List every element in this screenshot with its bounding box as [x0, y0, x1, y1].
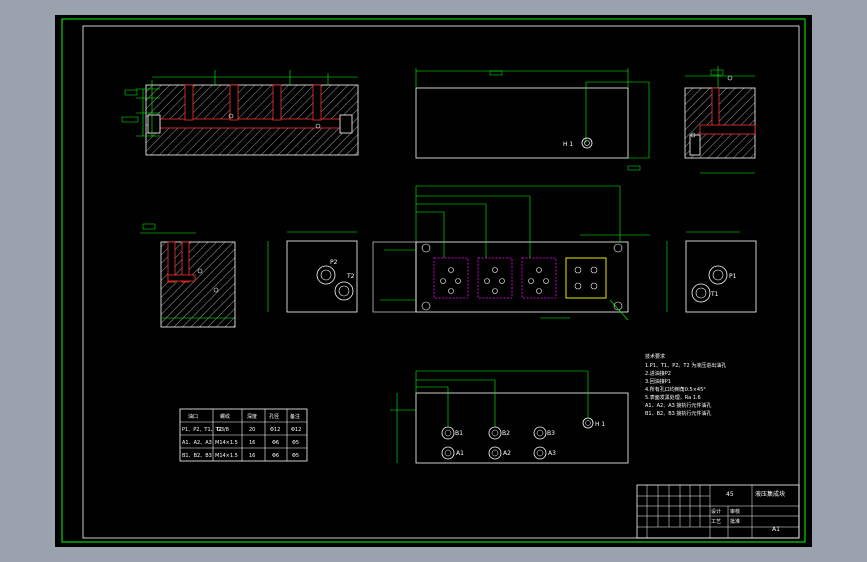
table-cell: Φ12	[291, 427, 301, 433]
inner-frame	[82, 25, 800, 539]
note-line: A1、A2、A3 接执行元件油孔	[645, 402, 711, 409]
note-line: 3.回油接P1	[645, 378, 671, 385]
port-label-a1: A1	[456, 450, 464, 457]
technical-notes: 技术要求 1.P1、T1、P2、T2 为液压进出油孔 2.进油接P2 3.回油接…	[645, 353, 726, 417]
table-cell: Φ12	[270, 427, 280, 433]
valve-station-3	[521, 257, 557, 299]
title-block: 液压集成块 45 A1 设计 审核 工艺 批准	[636, 484, 800, 539]
table-cell: 16	[249, 440, 255, 446]
table-cell: P1、P2、T1、T2	[182, 427, 222, 433]
port-a3-circle	[533, 446, 547, 460]
note-line: 4.所有孔口均倒角0.5×45°	[645, 386, 706, 393]
notes-header: 技术要求	[645, 353, 665, 360]
table-cell: A1、A2、A3	[182, 440, 212, 446]
port-a2-circle	[488, 446, 502, 460]
sheet-size: A1	[772, 526, 780, 533]
outer-frame	[61, 18, 806, 543]
valve-station-1	[433, 257, 469, 299]
table-cell: Φ6	[272, 453, 279, 459]
table-cell: M14×1.5	[215, 440, 238, 446]
table-header: 油口	[188, 413, 198, 420]
top-view-valve-stations	[372, 185, 650, 321]
section-view-middle-left	[140, 223, 236, 328]
table-cell: Φ5	[292, 440, 299, 446]
table-cell: Φ5	[292, 453, 299, 459]
port-p2-circle	[316, 265, 336, 285]
port-label-h1-top: H 1	[563, 141, 573, 148]
port-label-b2: B2	[502, 430, 510, 437]
port-label-p1: P1	[729, 273, 737, 280]
material-label: 45	[726, 491, 734, 498]
port-spec-table: 油口 螺纹 深度 孔径 备注 P1、P2、T1、T2 G3/8 20 Φ12 Φ…	[179, 408, 308, 462]
table-cell: Φ6	[272, 440, 279, 446]
note-line: 2.进油接P2	[645, 370, 671, 377]
table-header: 深度	[247, 413, 257, 420]
note-line: 1.P1、T1、P2、T2 为液压进出油孔	[645, 362, 726, 369]
port-a1-circle	[441, 446, 455, 460]
bottom-view-ab-ports	[390, 370, 629, 464]
table-cell: B1、B2、B3	[182, 453, 212, 459]
port-t2-circle	[334, 281, 354, 301]
port-label-b3: B3	[547, 430, 555, 437]
title-row-label: 设计	[711, 508, 721, 515]
table-cell: G3/8	[217, 427, 229, 433]
side-view-p1-t1	[666, 231, 757, 313]
table-cell: 20	[249, 427, 255, 433]
title-row-label: 工艺	[711, 519, 721, 525]
port-label-p2: P2	[330, 259, 338, 266]
title-row-label: 批准	[730, 518, 740, 525]
table-header: 备注	[290, 413, 300, 420]
table-cell: M14×1.5	[215, 453, 238, 459]
port-b3-circle	[533, 426, 547, 440]
side-section-top-right	[684, 66, 756, 174]
port-label-b1: B1	[455, 430, 463, 437]
side-view-p2-t2	[267, 231, 358, 313]
table-header: 孔径	[269, 413, 279, 420]
port-label-t2: T2	[346, 273, 355, 280]
table-header: 螺纹	[220, 413, 230, 420]
port-label-h1-bottom: H 1	[595, 421, 605, 428]
valve-station-2	[477, 257, 513, 299]
title-row-label: 审核	[730, 508, 740, 515]
port-p1-circle	[708, 265, 728, 285]
front-view-top	[415, 68, 650, 171]
table-cell: 16	[249, 453, 255, 459]
port-t1-circle	[691, 283, 711, 303]
valve-station-4	[565, 257, 607, 299]
note-line: 5.表面发黑处理，Ra 1.6	[645, 394, 701, 401]
port-label-a2: A2	[503, 450, 511, 457]
section-view-top-left	[121, 70, 359, 156]
port-label-t1: T1	[710, 291, 719, 298]
drawing-name: 液压集成块	[755, 490, 785, 498]
note-line: B1、B2、B3 接执行元件油孔	[645, 410, 711, 417]
port-label-a3: A3	[548, 450, 556, 457]
